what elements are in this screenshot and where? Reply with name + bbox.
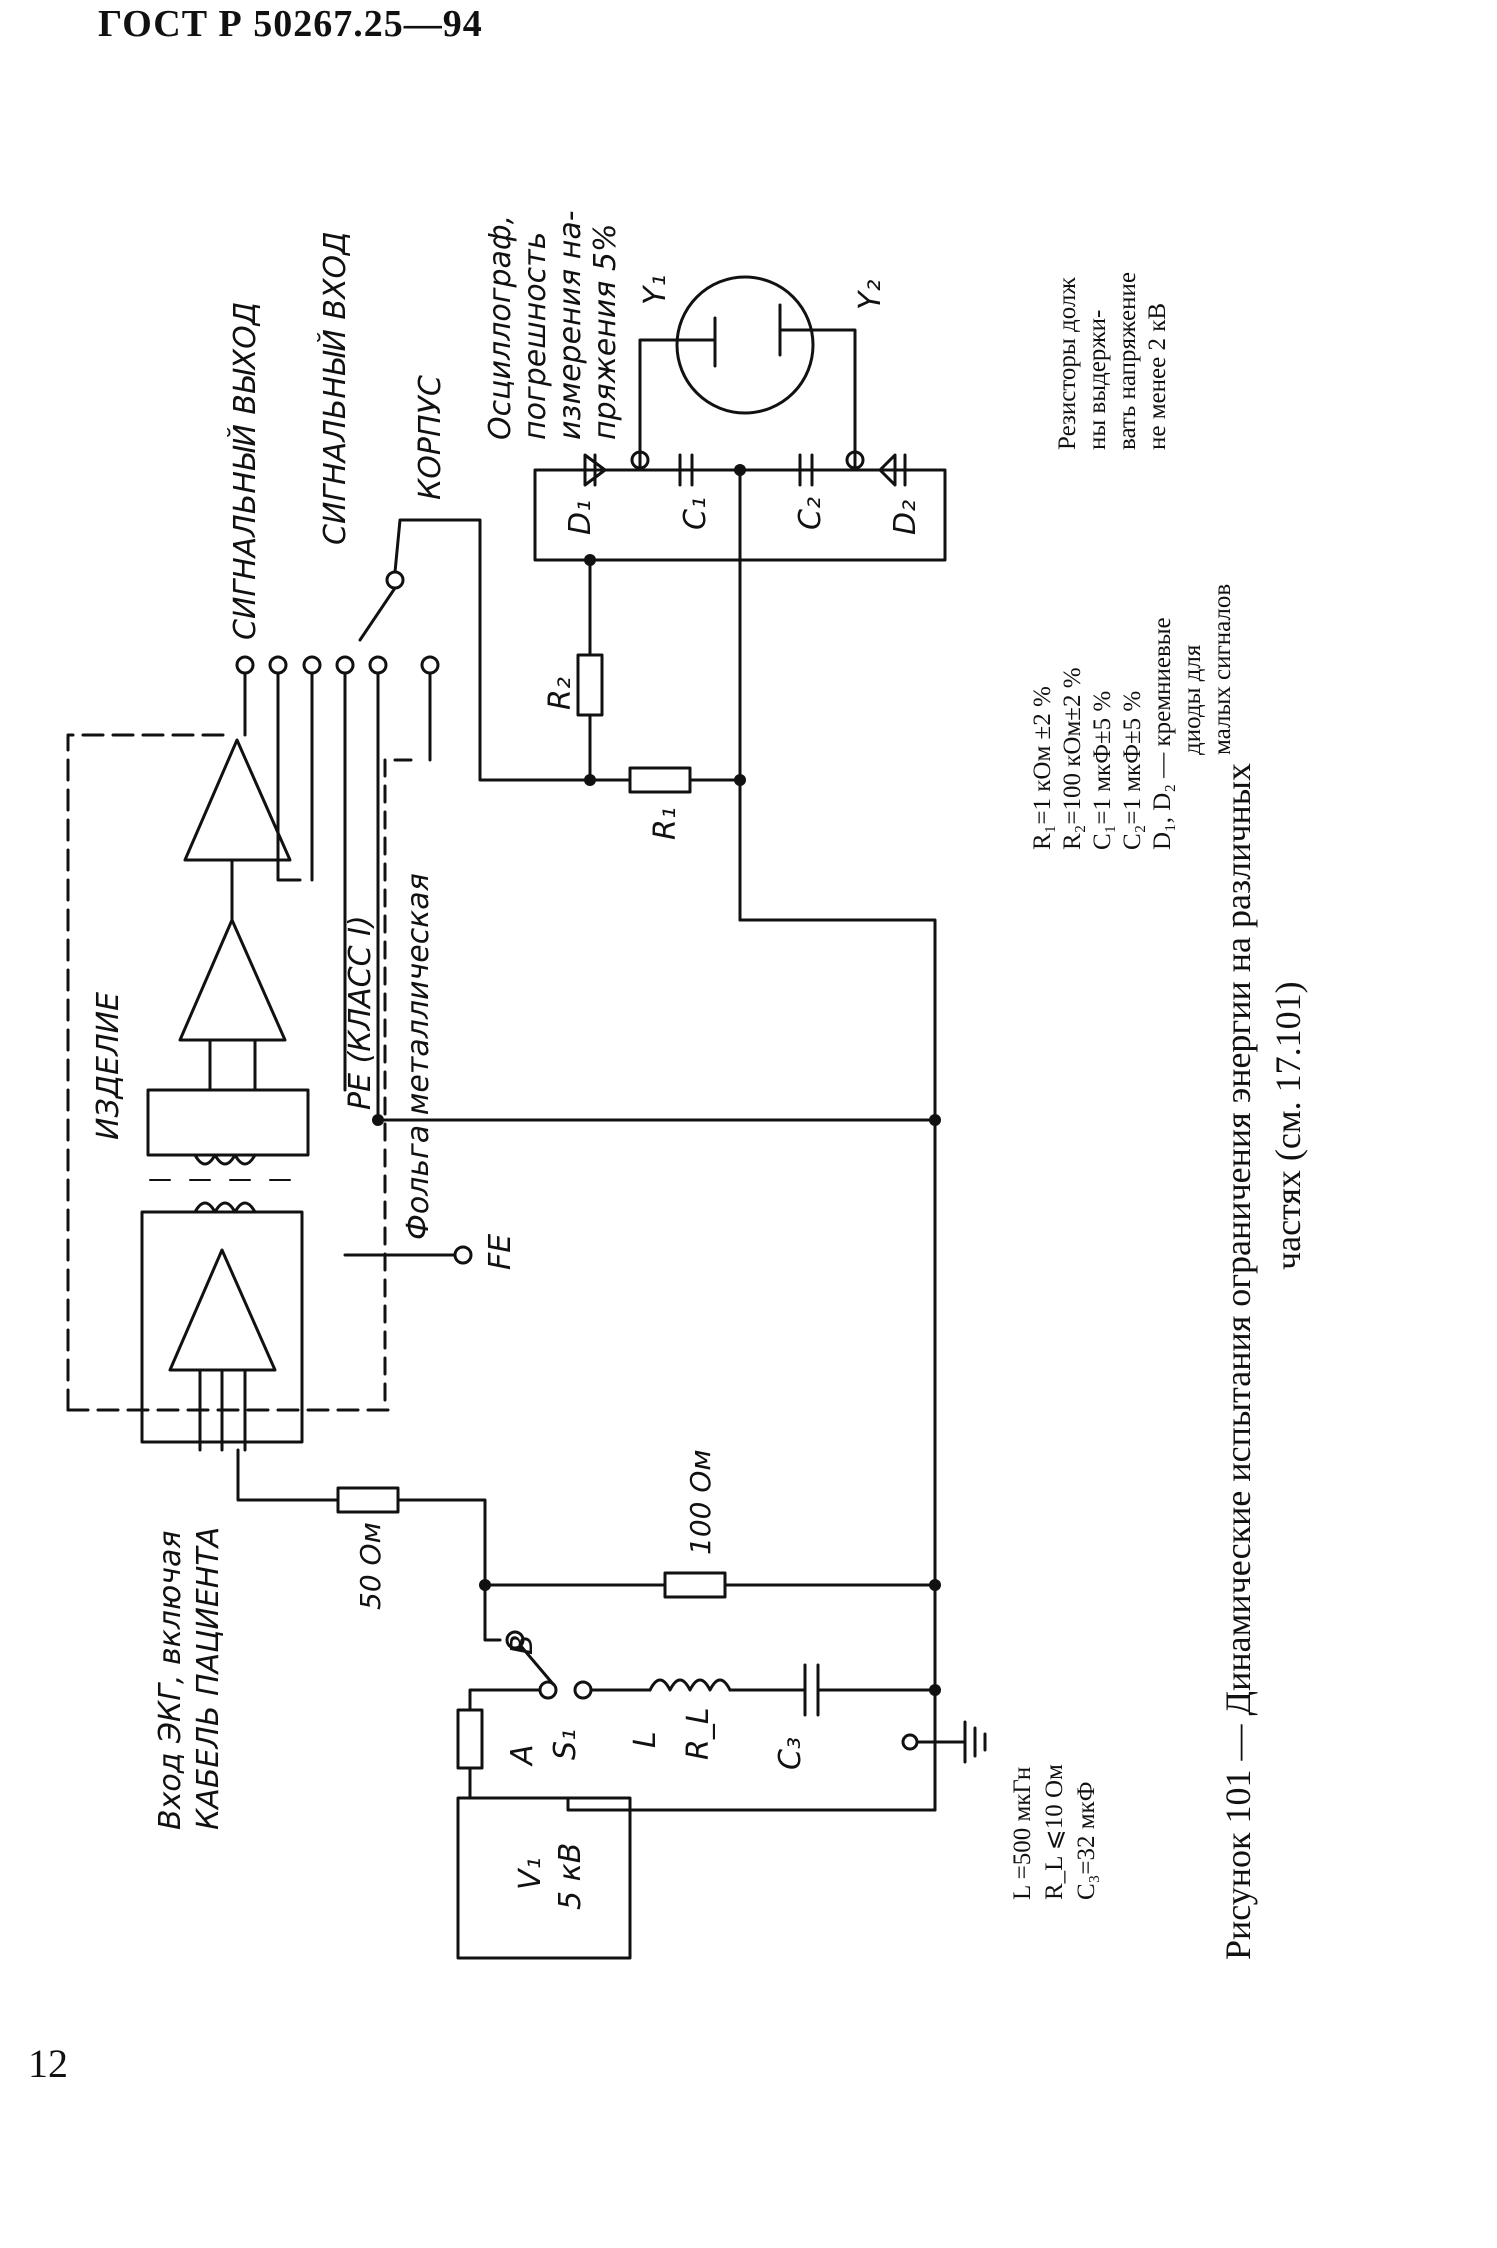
- label-c2: C₂: [793, 497, 828, 530]
- component-notes: L =500 мкГн R_L ⩽10 Ом C₃=32 мкФ R₁=1 кО…: [1009, 272, 1236, 1900]
- label-izdelie: ИЗДЕЛИЕ: [91, 992, 126, 1140]
- label-foil: Фольга металлическая: [401, 873, 436, 1240]
- note-left-2: R_L ⩽10 Ом: [1041, 1764, 1068, 1900]
- caption-line-1: Рисунок 101 — Динамические испытания огр…: [1218, 763, 1258, 1960]
- label-a: A: [505, 1744, 540, 1767]
- note-mid-3: C₁=1 мкФ±5 %: [1089, 691, 1116, 850]
- label-pe: PE (КЛАСС I): [343, 915, 378, 1110]
- figure-caption: Рисунок 101 — Динамические испытания огр…: [1218, 763, 1308, 1960]
- label-osc-line3: измерения на-: [553, 210, 588, 440]
- note-right-3: вать напряжение: [1114, 272, 1141, 450]
- page-number: 12: [28, 2041, 68, 2086]
- label-ecg-line2: КАБЕЛЬ ПАЦИЕНТА: [191, 1527, 226, 1830]
- label-ecg-line1: Вход ЭКГ, включая: [153, 1531, 188, 1830]
- label-b: B: [505, 1634, 540, 1655]
- label-osc-line4: пряжения 5%: [588, 224, 623, 440]
- label-signal-output: СИГНАЛЬНЫЙ ВЫХОД: [227, 302, 263, 640]
- note-left-3: C₃=32 мкФ: [1073, 1782, 1100, 1900]
- label-osc-line2: погрешность: [518, 232, 553, 440]
- note-right-1: Резисторы долж: [1054, 277, 1081, 450]
- label-signal-input: СИГНАЛЬНЫЙ ВХОД: [317, 231, 353, 545]
- label-r-50: 50 Ом: [354, 1522, 387, 1610]
- label-r1: R₁: [648, 807, 683, 840]
- label-v1-value: 5 кВ: [553, 1843, 588, 1910]
- label-d2: D₂: [888, 500, 923, 535]
- circuit-labels: ИЗДЕЛИЕ СИГНАЛЬНЫЙ ВЫХОД СИГНАЛЬНЫЙ ВХОД…: [91, 210, 923, 1910]
- note-mid-5: D₁, D₂ — кремниевые: [1149, 617, 1176, 850]
- label-r-100: 100 Ом: [684, 1449, 717, 1555]
- label-v1: V₁: [513, 1857, 548, 1890]
- document-header: ГОСТ Р 50267.25—94: [98, 3, 483, 45]
- note-mid-7: малых сигналов: [1209, 584, 1236, 755]
- label-korpus: КОРПУС: [413, 375, 448, 500]
- label-c1: C₁: [678, 497, 713, 530]
- label-d1: D₁: [563, 500, 598, 535]
- note-left-1: L =500 мкГн: [1009, 1767, 1036, 1900]
- label-y2: Y₂: [853, 280, 888, 310]
- label-osc-line1: Осциллограф,: [483, 215, 518, 440]
- caption-line-2: частях (см. 17.101): [1268, 981, 1308, 1270]
- label-y1: Y₁: [638, 275, 673, 305]
- label-r2: R₂: [543, 677, 578, 710]
- label-c3: C₃: [773, 1737, 808, 1770]
- note-mid-6: диоды для: [1179, 644, 1206, 755]
- circuit-junctions: [372, 464, 941, 1696]
- note-right-4: не менее 2 кВ: [1144, 303, 1171, 450]
- note-mid-2: R₂=100 кОм±2 %: [1059, 667, 1086, 850]
- label-s1: S₁: [548, 1729, 583, 1760]
- note-right-2: ны выдержи-: [1084, 310, 1111, 450]
- label-l: L: [628, 1731, 663, 1748]
- note-mid-1: R₁=1 кОм ±2 %: [1029, 686, 1056, 850]
- label-rl: R_L: [681, 1707, 716, 1760]
- note-mid-4: C₂=1 мкФ±5 %: [1119, 691, 1146, 850]
- label-fe: FE: [483, 1234, 518, 1270]
- circuit-drawing: [66, 275, 987, 1960]
